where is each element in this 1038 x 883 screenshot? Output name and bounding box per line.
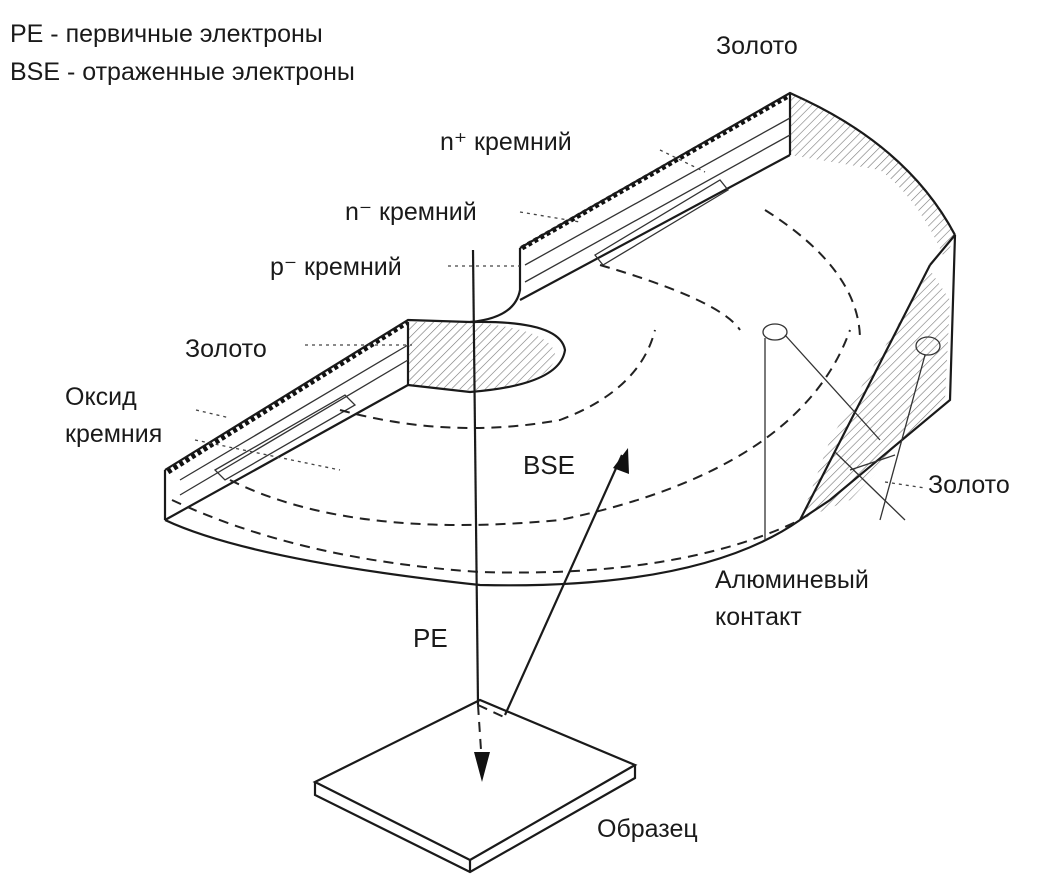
detector-body [163, 91, 957, 587]
legend: PE - первичные электроны BSE - отраженны… [10, 20, 355, 86]
label-bse: BSE [523, 450, 575, 480]
label-oxide-line1: Оксид [65, 383, 137, 411]
legend-pe: PE - первичные электроны [10, 20, 323, 48]
label-sample: Образец [597, 815, 698, 843]
bse-beam [477, 448, 629, 719]
label-gold-left: Золото [185, 335, 267, 363]
pe-beam [471, 249, 490, 782]
label-n-plus-silicon: n⁺ кремний [440, 128, 572, 156]
legend-bse: BSE - отраженные электроны [10, 58, 355, 86]
label-oxide-line2: кремния [65, 420, 162, 448]
label-aluminium-line2: контакт [715, 603, 802, 631]
label-pe: PE [413, 623, 448, 653]
label-gold-top: Золото [716, 32, 798, 60]
sample-plate [312, 698, 638, 874]
label-gold-right: Золото [928, 471, 1010, 499]
leader-lines [194, 149, 926, 489]
label-aluminium-line1: Алюминевый [715, 566, 869, 594]
label-p-minus-silicon: p⁻ кремний [270, 253, 402, 281]
label-n-minus-silicon: n⁻ кремний [345, 198, 477, 226]
